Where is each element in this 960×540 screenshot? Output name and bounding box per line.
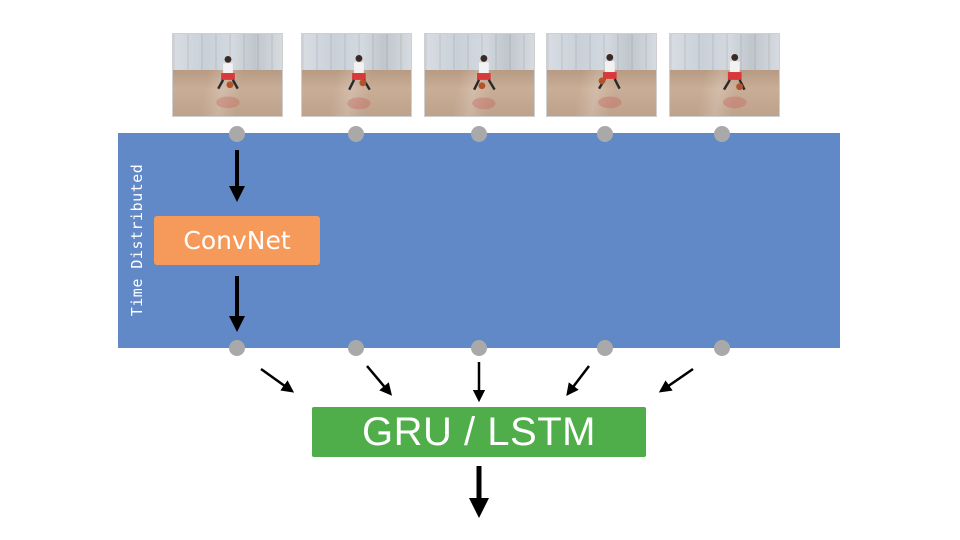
player-figure-icon bbox=[347, 54, 371, 110]
video-frame-3 bbox=[424, 33, 535, 117]
video-frame-4 bbox=[546, 33, 657, 117]
output-node-1 bbox=[229, 340, 245, 356]
player-figure-icon bbox=[598, 54, 622, 109]
convnet-box: ConvNet bbox=[154, 216, 320, 265]
input-node-1 bbox=[229, 126, 245, 142]
input-node-4 bbox=[597, 126, 613, 142]
gru-lstm-box: GRU / LSTM bbox=[312, 407, 646, 457]
input-node-2 bbox=[348, 126, 364, 142]
input-node-3 bbox=[471, 126, 487, 142]
output-node-2 bbox=[348, 340, 364, 356]
video-frame-2 bbox=[301, 33, 412, 117]
input-node-5 bbox=[714, 126, 730, 142]
video-frame-5 bbox=[669, 33, 780, 117]
player-figure-icon bbox=[216, 55, 240, 109]
output-node-4 bbox=[597, 340, 613, 356]
arrow-node-2-to-rnn bbox=[366, 365, 393, 396]
player-figure-icon bbox=[722, 54, 747, 109]
output-node-3 bbox=[471, 340, 487, 356]
output-node-5 bbox=[714, 340, 730, 356]
arrow-node-5-to-rnn bbox=[658, 367, 694, 393]
player-figure-icon bbox=[472, 54, 496, 110]
arrow-node-4-to-rnn bbox=[566, 365, 590, 396]
arrow-node-1-to-rnn bbox=[260, 367, 295, 393]
video-frame-1 bbox=[172, 33, 283, 117]
